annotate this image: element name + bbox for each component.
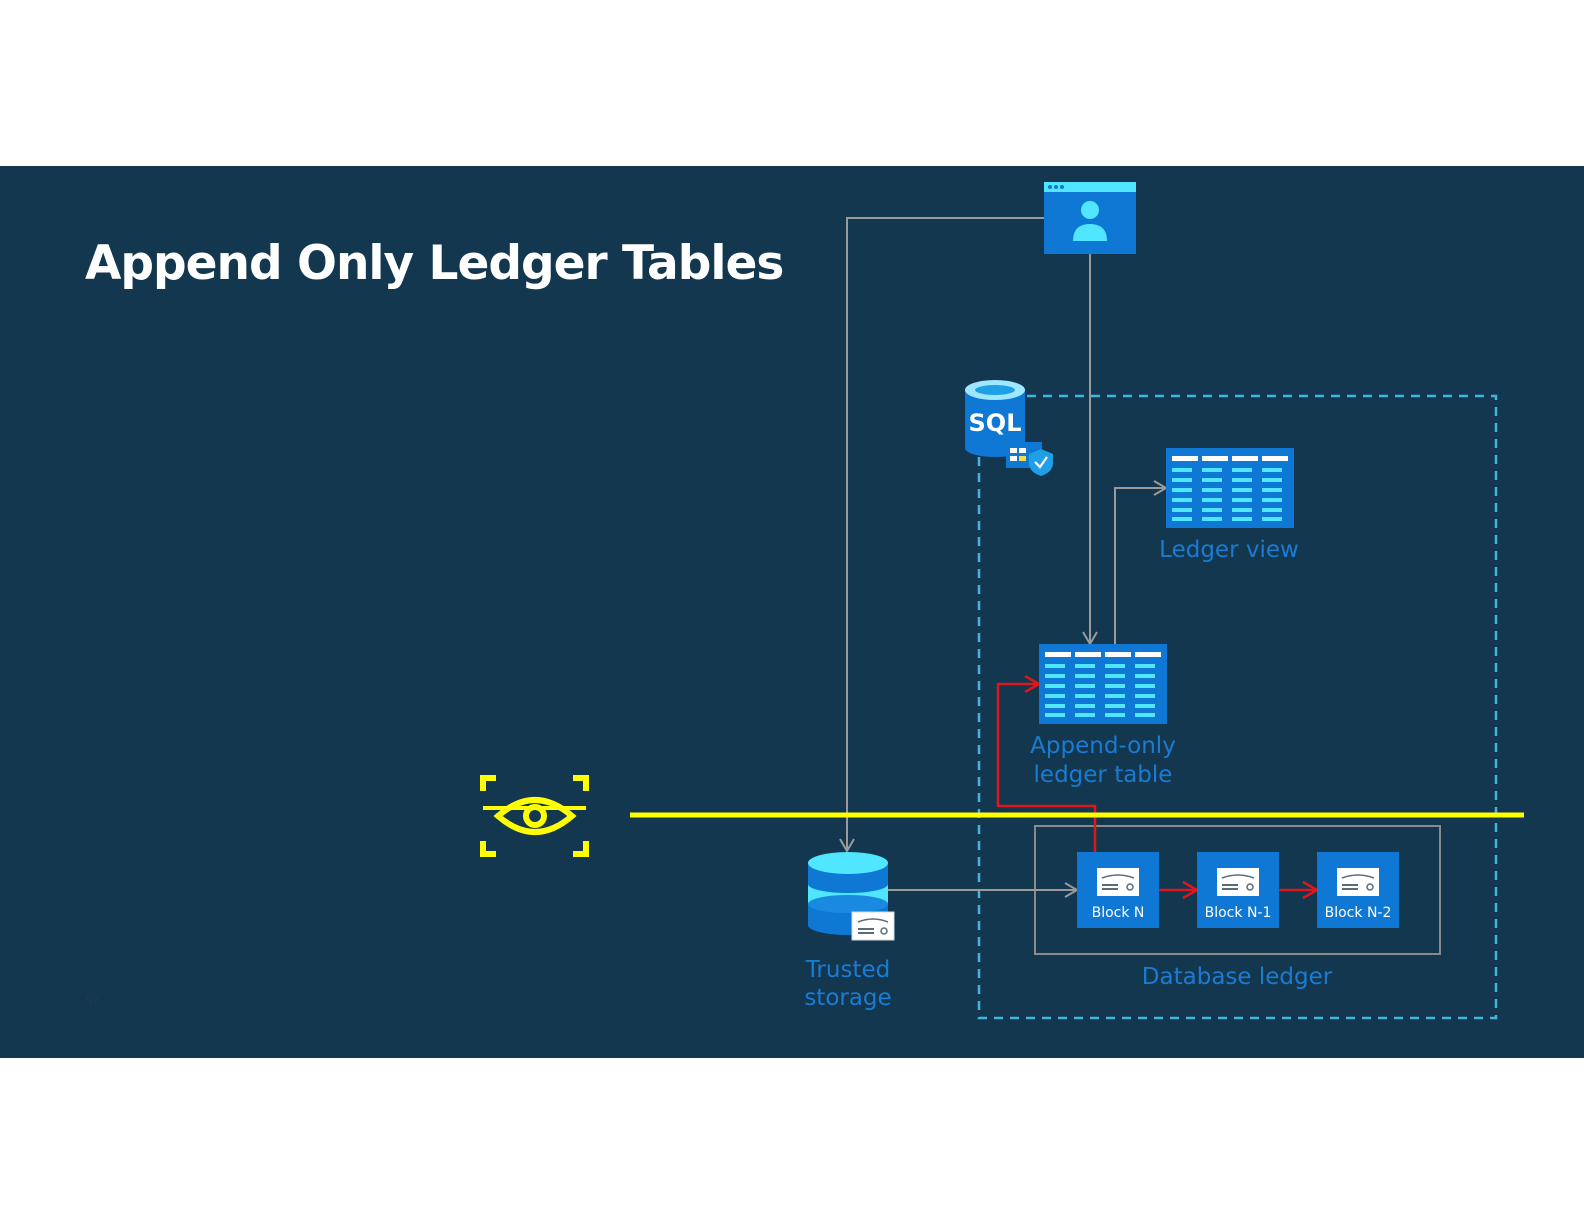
trusted-storage-label-line2: storage bbox=[804, 985, 891, 1011]
trusted-storage-icon bbox=[808, 852, 895, 941]
database-ledger-label: Database ledger bbox=[1142, 964, 1333, 990]
block-n-1: Block N-1 bbox=[1197, 852, 1279, 928]
append-only-table-icon bbox=[1039, 644, 1167, 724]
connector-block-to-ledger-table bbox=[996, 684, 1097, 852]
sql-label: SQL bbox=[969, 409, 1022, 437]
user-browser-icon bbox=[1044, 182, 1136, 254]
slide-title: Append Only Ledger Tables bbox=[85, 236, 784, 291]
slide: Append Only Ledger Tables 57 bbox=[0, 166, 1584, 1058]
ledger-diagram: SQL Ledger view bbox=[480, 182, 1524, 1020]
sql-database-icon: SQL bbox=[965, 380, 1053, 476]
sql-database-boundary bbox=[977, 394, 1498, 1020]
block-n-1-label: Block N-1 bbox=[1205, 905, 1272, 921]
page-number: 57 bbox=[86, 994, 100, 1008]
connector-user-to-storage bbox=[839, 217, 1044, 853]
block-n-label: Block N bbox=[1092, 905, 1145, 921]
block-icon bbox=[1221, 874, 1255, 879]
connector-table-to-view bbox=[1114, 480, 1168, 644]
eye-scan-icon bbox=[480, 775, 589, 857]
block-n: Block N bbox=[1077, 852, 1159, 928]
ledger-table-label-line2: ledger table bbox=[1034, 762, 1173, 788]
block-icon bbox=[1101, 874, 1135, 879]
block-icon bbox=[1341, 874, 1375, 879]
ledger-table-label-line1: Append-only bbox=[1030, 733, 1176, 759]
ledger-view-table-icon bbox=[1166, 448, 1294, 528]
block-n-2-label: Block N-2 bbox=[1325, 905, 1392, 921]
ledger-view-label: Ledger view bbox=[1159, 537, 1299, 563]
trusted-storage-label-line1: Trusted bbox=[805, 957, 890, 983]
block-n-2: Block N-2 bbox=[1317, 852, 1399, 928]
